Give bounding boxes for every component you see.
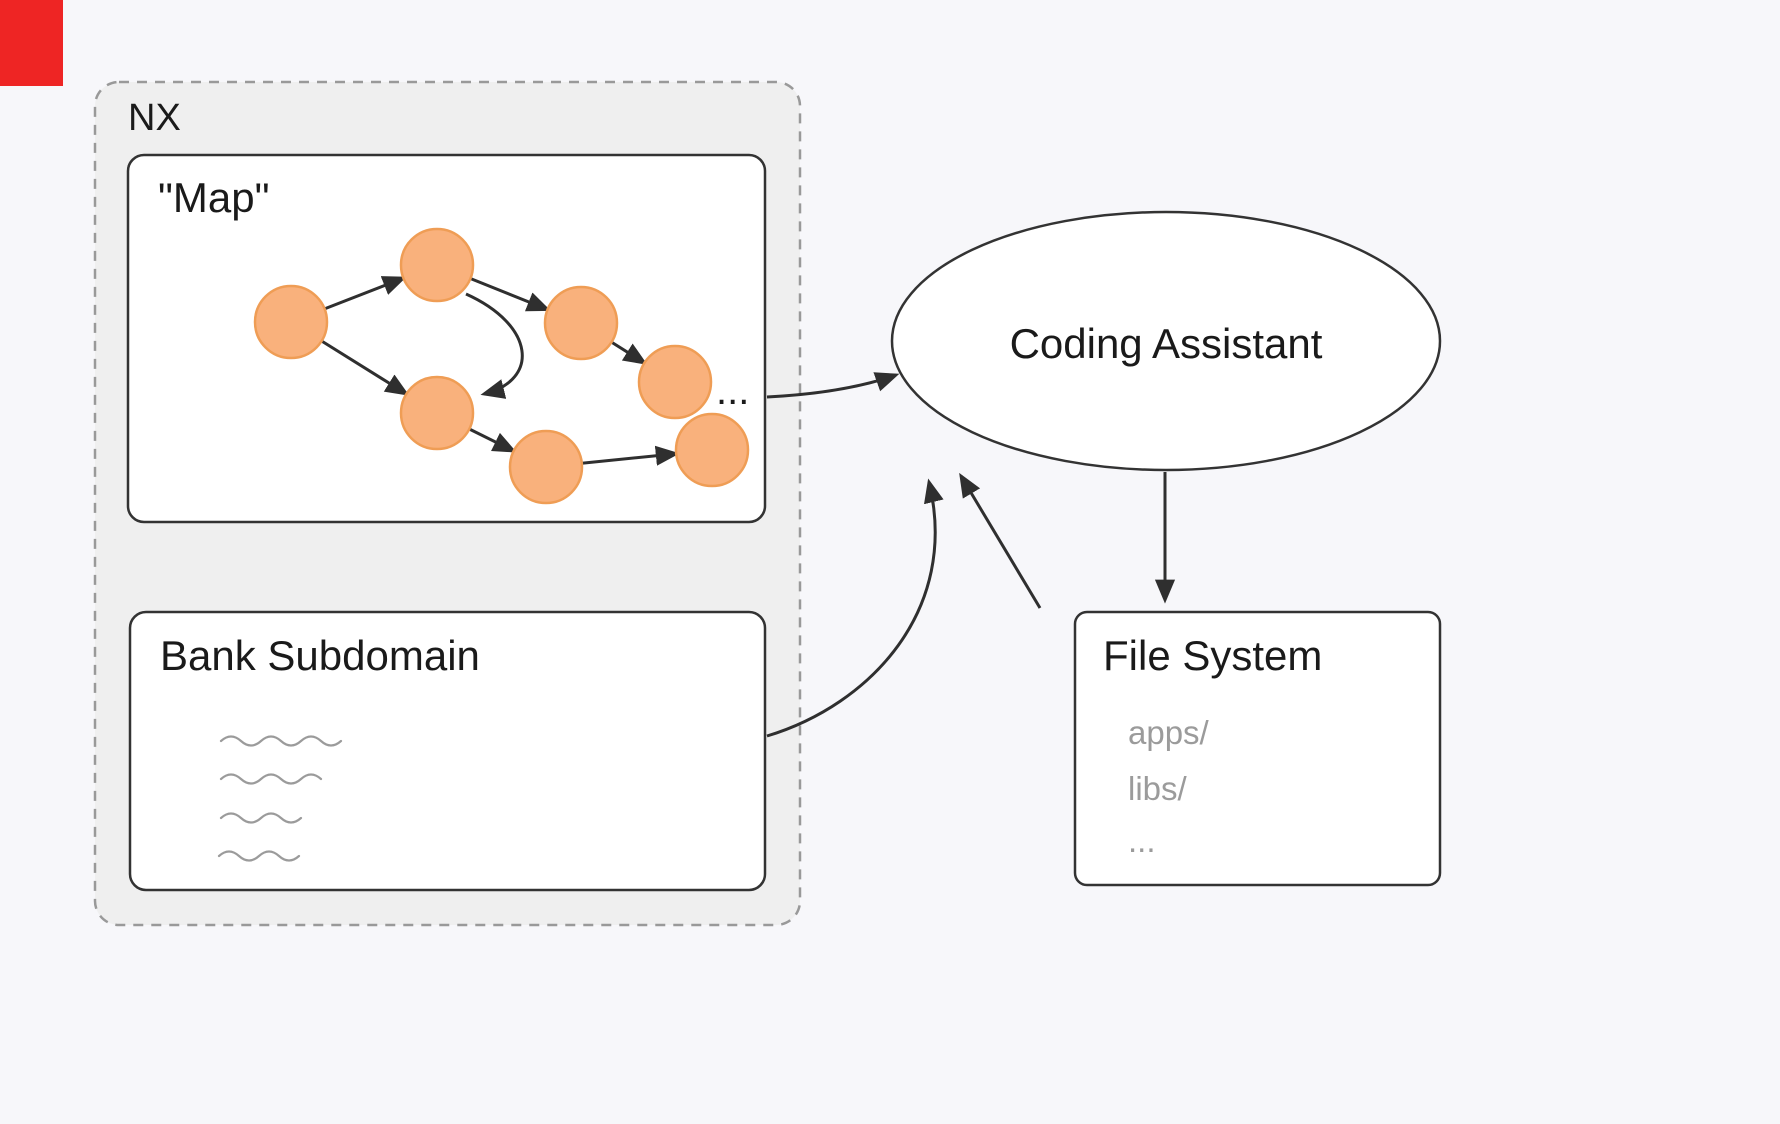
bank-subdomain-label: Bank Subdomain — [160, 632, 480, 679]
graph-edges — [320, 276, 680, 466]
graph-node — [637, 344, 713, 420]
arrow-bank-to-assistant — [766, 478, 944, 738]
graph-node — [253, 284, 329, 360]
placeholder-squiggle — [217, 850, 301, 862]
graph-edge — [469, 277, 551, 312]
graph-nodes — [253, 227, 750, 505]
file-system-item-ellipsis: ... — [1128, 822, 1156, 859]
coding-assistant-label: Coding Assistant — [1010, 320, 1323, 367]
graph-node — [399, 227, 475, 303]
graph-edge — [320, 339, 410, 396]
arrow-map-to-assistant — [766, 372, 900, 399]
graph-ellipsis: ... — [716, 369, 749, 413]
graph-node — [674, 412, 750, 488]
file-system-item-libs: libs/ — [1128, 770, 1188, 807]
arrow-filesystem-to-assistant — [959, 472, 1042, 609]
graph-node — [399, 375, 475, 451]
coding-assistant-ellipse — [890, 210, 1442, 472]
nx-label: NX — [128, 97, 181, 139]
placeholder-squiggles — [217, 735, 343, 862]
graph-edge — [468, 427, 517, 453]
graph-edge — [323, 276, 407, 311]
screen-corner-overlay — [0, 0, 63, 86]
map-label: "Map" — [158, 174, 270, 221]
file-system-box: File System apps/ libs/ ... — [1073, 610, 1442, 887]
graph-edge-curved — [465, 292, 524, 399]
connectors — [766, 372, 1176, 738]
file-system-item-apps: apps/ — [1128, 714, 1210, 751]
placeholder-squiggle — [219, 773, 323, 785]
graph-node — [543, 285, 619, 361]
graph-edge — [610, 340, 648, 365]
map-box: "Map" ... — [126, 153, 767, 524]
placeholder-squiggle — [219, 735, 343, 747]
file-system-frame — [1073, 610, 1442, 887]
map-box-frame — [126, 153, 767, 524]
coding-assistant-node: Coding Assistant — [890, 210, 1442, 472]
bank-subdomain-box: Bank Subdomain — [128, 610, 767, 892]
file-system-label: File System — [1103, 632, 1322, 679]
placeholder-squiggle — [219, 812, 303, 824]
graph-node — [508, 429, 584, 505]
bank-subdomain-frame — [128, 610, 767, 892]
graph-edge — [581, 445, 680, 466]
